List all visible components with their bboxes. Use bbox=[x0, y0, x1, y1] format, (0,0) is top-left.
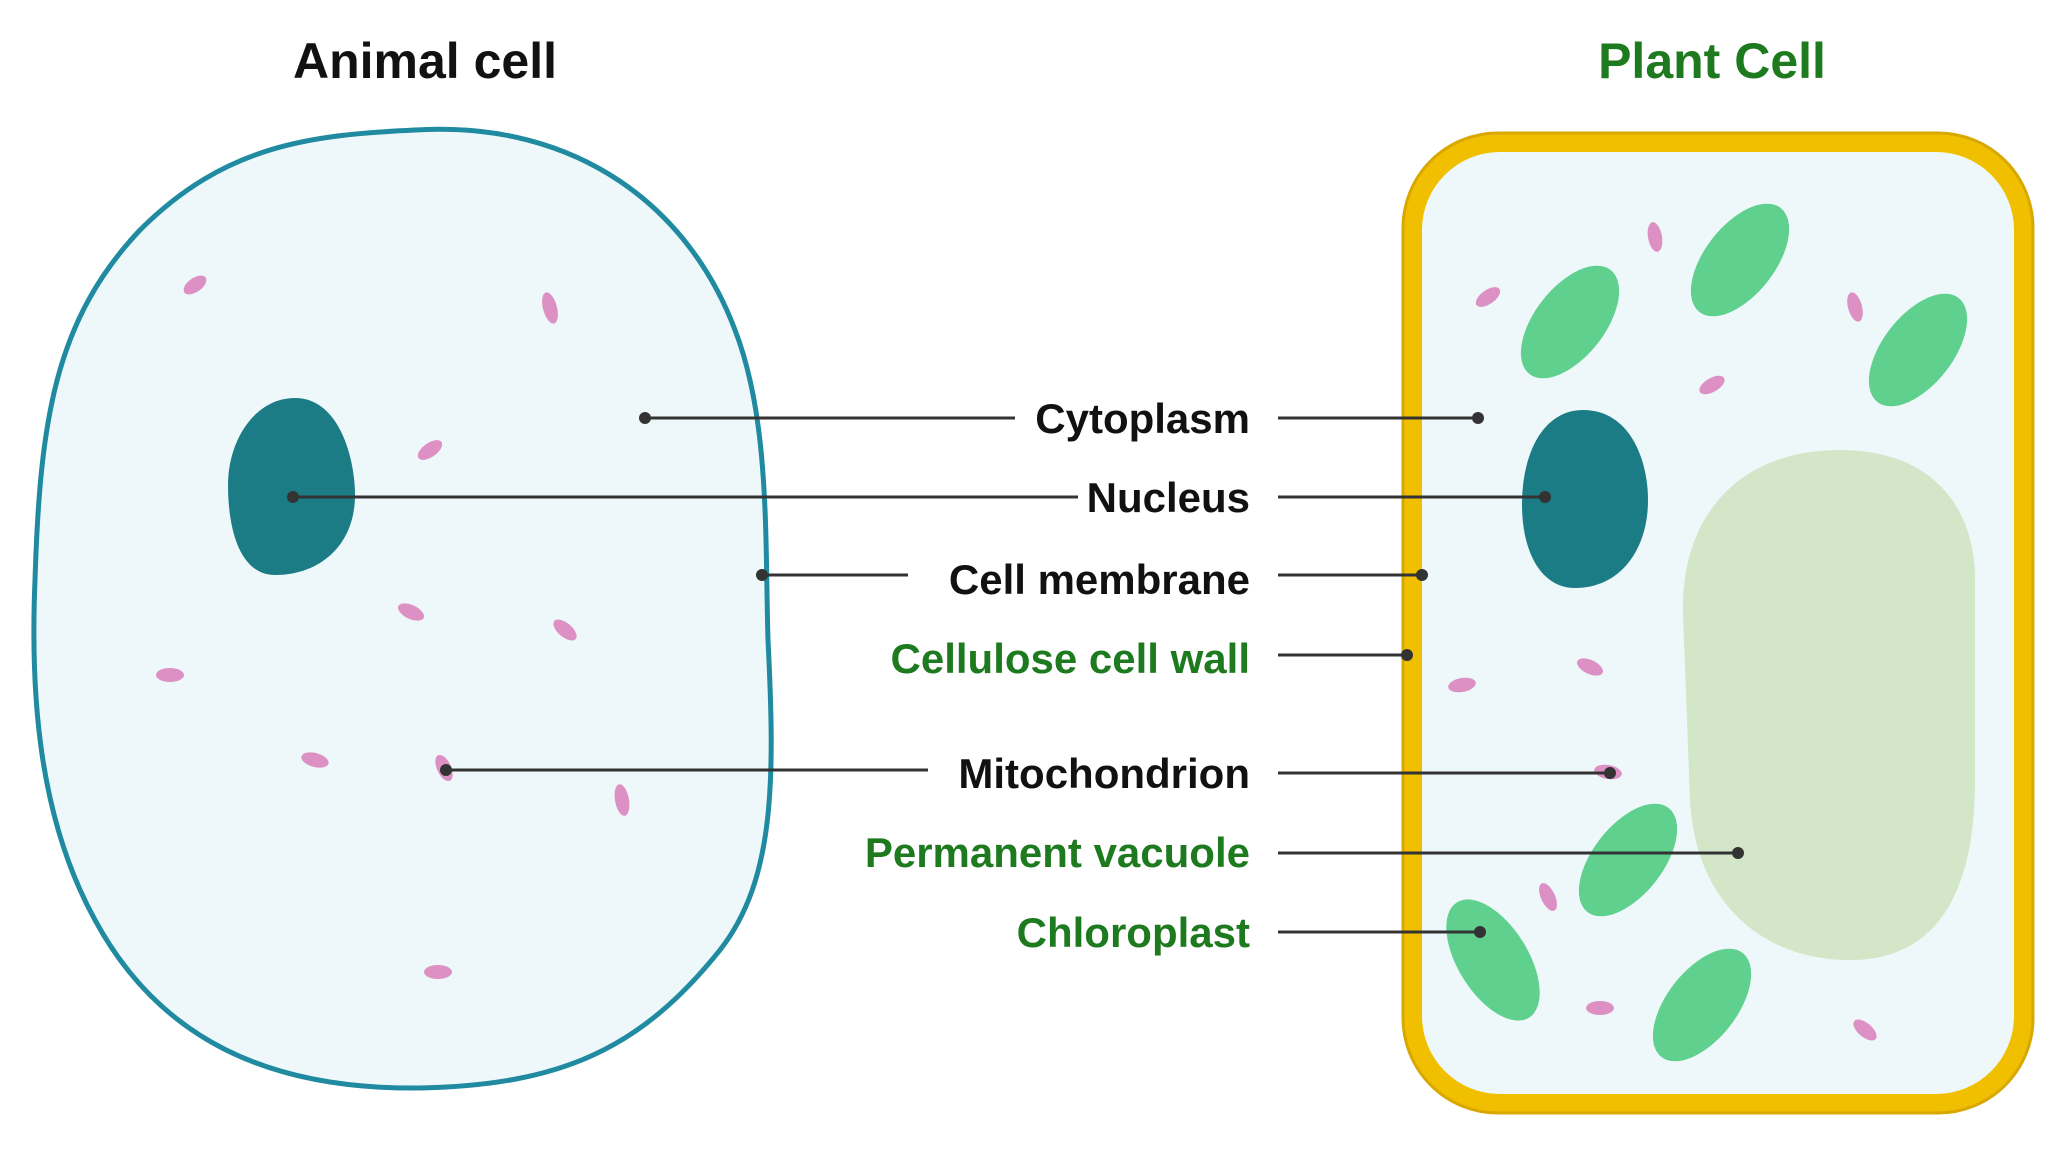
mitochondrion bbox=[301, 752, 329, 768]
chloroplast bbox=[1690, 203, 1790, 317]
mitochondrion bbox=[1576, 658, 1604, 676]
label-cellulose-cell-wall: Cellulose cell wall bbox=[891, 635, 1250, 682]
mitochondrion bbox=[1699, 375, 1725, 395]
chloroplast bbox=[1578, 803, 1678, 917]
leader-dot bbox=[1472, 412, 1484, 424]
mitochondrion bbox=[1853, 1019, 1877, 1041]
label-nucleus: Nucleus bbox=[1087, 474, 1250, 521]
labels: Cytoplasm Nucleus Cell membrane Cellulos… bbox=[865, 395, 1250, 956]
mitochondrion bbox=[614, 784, 630, 816]
permanent-vacuole bbox=[1682, 450, 1975, 960]
mitochondrion bbox=[424, 965, 452, 979]
animal-cell-title: Animal cell bbox=[293, 33, 557, 89]
label-cytoplasm: Cytoplasm bbox=[1035, 395, 1250, 442]
plant-cell-title: Plant Cell bbox=[1598, 33, 1826, 89]
leader-dot bbox=[639, 412, 651, 424]
mitochondrion bbox=[1847, 292, 1863, 322]
chloroplast bbox=[1446, 899, 1540, 1021]
mitochondrion bbox=[183, 275, 207, 295]
leader-dot bbox=[1474, 926, 1486, 938]
chloroplast bbox=[1868, 293, 1968, 407]
leader-dots bbox=[287, 412, 1744, 938]
label-chloroplast: Chloroplast bbox=[1017, 909, 1250, 956]
label-mitochondrion: Mitochondrion bbox=[958, 750, 1250, 797]
leader-dot bbox=[1401, 649, 1413, 661]
mitochondrion bbox=[1448, 677, 1476, 693]
leader-dot bbox=[1604, 767, 1616, 779]
mitochondrion bbox=[1586, 1001, 1614, 1015]
leader-dot bbox=[440, 764, 452, 776]
leader-dot bbox=[756, 569, 768, 581]
chloroplasts bbox=[1446, 203, 1968, 1062]
animal-nucleus bbox=[228, 398, 355, 575]
animal-cell bbox=[31, 126, 774, 1091]
mitochondrion bbox=[1539, 883, 1557, 911]
leader-dot bbox=[1416, 569, 1428, 581]
label-permanent-vacuole: Permanent vacuole bbox=[865, 829, 1250, 876]
mitochondrion bbox=[1647, 222, 1663, 252]
leader-dot bbox=[1539, 491, 1551, 503]
label-cell-membrane: Cell membrane bbox=[949, 556, 1250, 603]
mitochondrion bbox=[417, 440, 443, 460]
mitochondrion bbox=[397, 603, 425, 621]
leader-lines bbox=[293, 416, 1738, 934]
chloroplast bbox=[1520, 265, 1620, 379]
mitochondrion bbox=[542, 292, 558, 324]
mitochondrion bbox=[156, 668, 184, 682]
mitochondrion bbox=[1475, 287, 1501, 307]
chloroplast bbox=[1652, 948, 1752, 1062]
leader-dot bbox=[1732, 847, 1744, 859]
plant-cell bbox=[1401, 131, 2035, 1115]
plant-mitochondria bbox=[1448, 222, 1877, 1041]
plant-nucleus bbox=[1522, 410, 1648, 588]
mitochondrion bbox=[553, 619, 577, 641]
leader-dot bbox=[287, 491, 299, 503]
